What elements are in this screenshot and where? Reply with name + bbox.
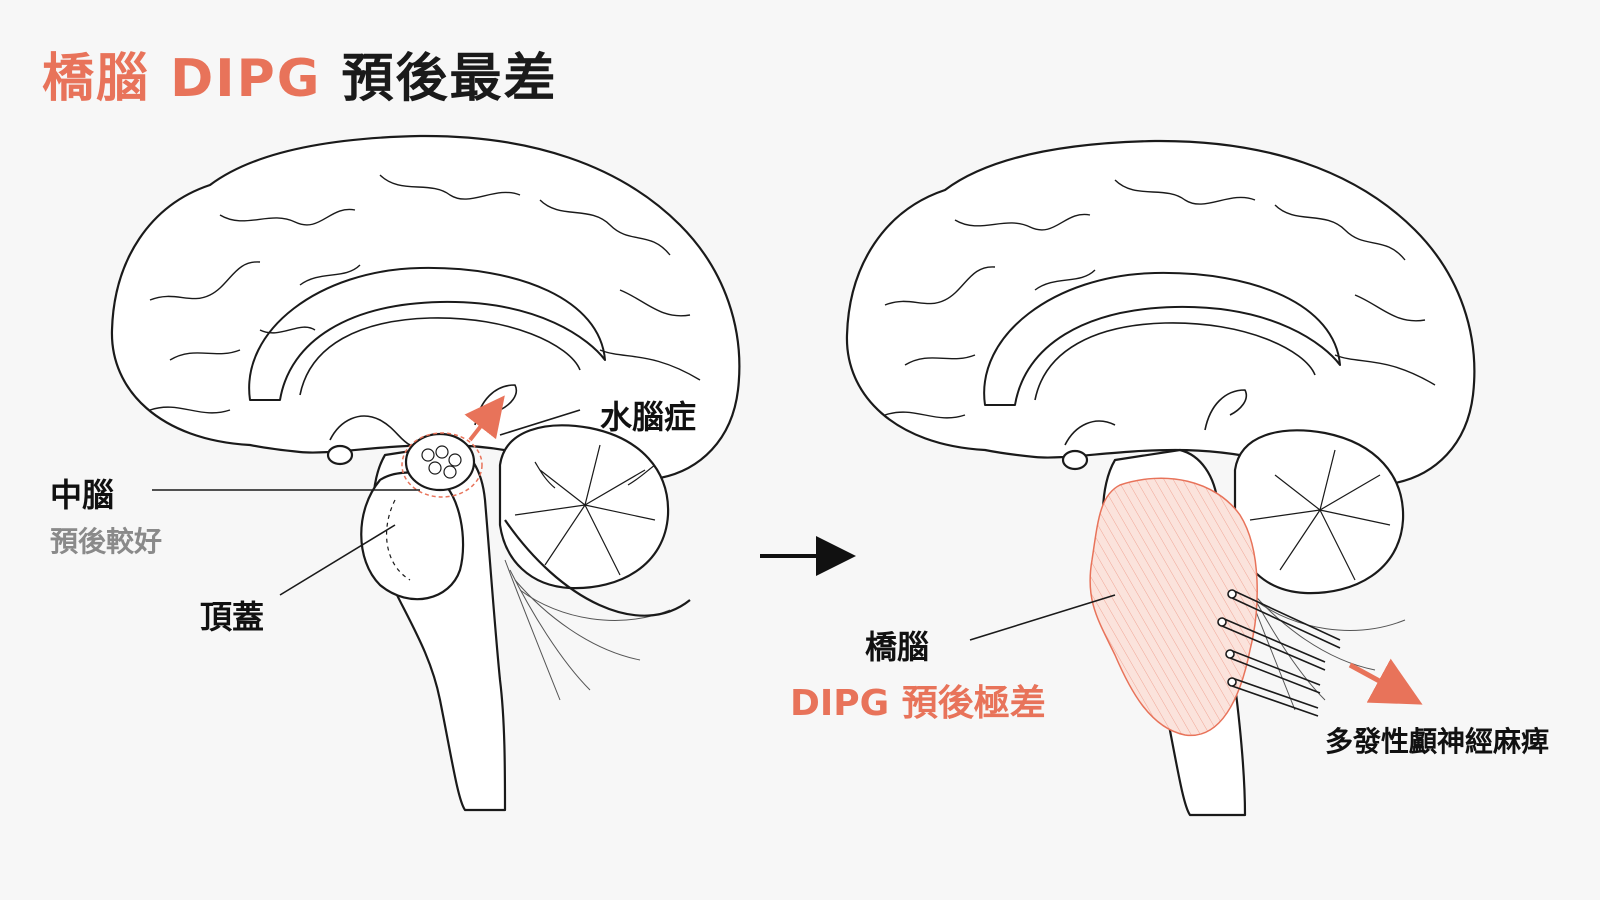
- cranial-nerves: [1217, 589, 1341, 717]
- cranial-nerve-palsy-label: 多發性顱神經麻痺: [1325, 725, 1550, 758]
- left-corpus-callosum: [248, 266, 606, 401]
- midbrain-label: 中腦: [50, 476, 115, 514]
- left-gyri: [149, 174, 701, 414]
- title-rest: 預後最差: [341, 49, 558, 109]
- dipg-prognosis-note: DIPG 預後極差: [790, 683, 1046, 724]
- hydrocephalus-leader: [499, 409, 581, 436]
- tectum-label: 頂蓋: [200, 598, 265, 636]
- pons-leader: [969, 594, 1116, 641]
- cranial-nerve-arrow: [1348, 658, 1423, 705]
- hydrocephalus-label: 水腦症: [600, 398, 697, 436]
- midbrain-prognosis-note: 預後較好: [50, 525, 163, 558]
- right-gyri: [884, 179, 1436, 419]
- title-highlight: 橋腦 DIPG: [42, 49, 322, 109]
- right-corpus-callosum: [983, 271, 1341, 406]
- pons-label: 橋腦: [865, 628, 930, 666]
- tectum-leader: [279, 524, 396, 596]
- left-tectum-tumor: [401, 432, 483, 498]
- hydrocephalus-arrow: [464, 395, 505, 442]
- left-brain: [110, 134, 741, 812]
- page-title: 橋腦 DIPG 預後最差: [42, 36, 558, 111]
- left-cerebellum: [498, 424, 670, 590]
- right-cerebellum: [1233, 429, 1405, 595]
